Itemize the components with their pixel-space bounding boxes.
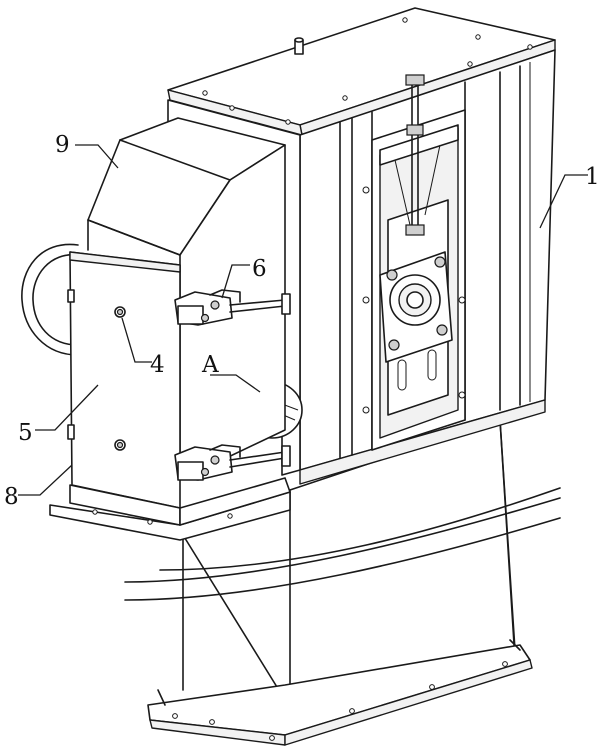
leader-lines (18, 144, 588, 496)
callout-9: 9 (55, 132, 70, 158)
toggle-clamp-lower (174, 444, 291, 481)
callout-1: 1 (585, 164, 600, 190)
callout-5: 5 (18, 420, 33, 446)
callout-4: 4 (150, 352, 165, 378)
callout-labels: 9 1 6 4 A 5 8 (4, 132, 600, 510)
inlet-hood (21, 117, 291, 541)
callout-8: 8 (4, 484, 19, 510)
callout-6: 6 (252, 256, 267, 282)
toggle-clamp-upper (174, 289, 291, 326)
lower-chute (124, 419, 561, 746)
main-housing (167, 49, 556, 485)
callout-A: A (201, 352, 219, 378)
